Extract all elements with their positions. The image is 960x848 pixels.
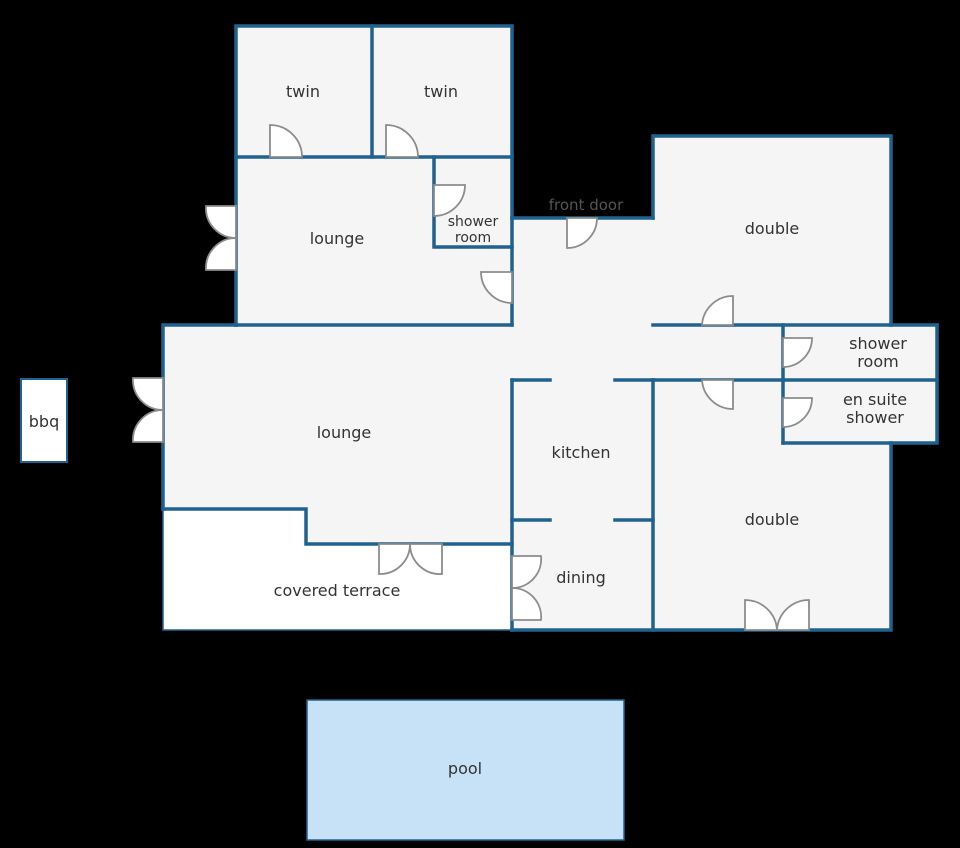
double-upper-room xyxy=(653,136,891,325)
double-lower-room xyxy=(653,380,891,630)
label-kitchen: kitchen xyxy=(552,443,611,462)
lounge-upper-room xyxy=(236,157,512,325)
room-fills xyxy=(20,26,937,841)
door-twin-left xyxy=(269,124,303,158)
corridor-area xyxy=(653,325,783,380)
label-shower-upper-line1: shower xyxy=(448,214,499,230)
wall-double-upper xyxy=(651,134,893,327)
label-lounge-upper: lounge xyxy=(310,229,365,248)
label-twin-right: twin xyxy=(424,82,458,101)
label-pool: pool xyxy=(448,759,482,778)
wall-right-bath xyxy=(781,323,939,445)
door-shower-right xyxy=(782,337,813,368)
hall-area xyxy=(512,218,653,380)
label-double-lower: double xyxy=(745,510,800,529)
room-labels: twin twin lounge shower room front door … xyxy=(29,82,908,778)
lounge-main-room xyxy=(163,325,512,544)
door-double-upper xyxy=(701,295,734,326)
door-lounge-upper-left xyxy=(205,205,237,271)
door-double-lower-bottom xyxy=(744,599,810,631)
label-en-suite-line2: shower xyxy=(846,408,904,427)
label-shower-upper-line2: room xyxy=(455,230,491,246)
label-twin-left: twin xyxy=(286,82,320,101)
label-shower-right-line1: shower xyxy=(849,334,907,353)
doors xyxy=(132,124,813,631)
wall-upper-block xyxy=(234,24,514,327)
kitchen-room xyxy=(512,380,653,520)
label-shower-right-line2: room xyxy=(857,352,898,371)
label-front-door: front door xyxy=(549,196,624,214)
label-bbq: bbq xyxy=(29,412,59,431)
door-shower-upper xyxy=(433,184,466,217)
label-lounge-main: lounge xyxy=(317,423,372,442)
door-lounge-terrace xyxy=(378,543,443,575)
door-double-lower xyxy=(701,379,734,410)
door-twin-right xyxy=(385,124,419,158)
twin-left-room xyxy=(236,26,372,157)
door-en-suite xyxy=(782,397,813,428)
label-en-suite-line1: en suite xyxy=(843,390,907,409)
wall-double-lower xyxy=(510,441,893,632)
label-dining: dining xyxy=(556,568,605,587)
wall-lounge-main xyxy=(161,323,238,511)
front-door-swing xyxy=(566,217,598,249)
label-covered-terrace: covered terrace xyxy=(274,581,401,600)
door-dining-left xyxy=(511,555,543,621)
bbq-box xyxy=(20,378,68,463)
pool-box xyxy=(306,699,625,841)
door-lounge-main-left xyxy=(132,377,164,443)
door-lounge-upper-hall xyxy=(480,271,513,304)
label-double-upper: double xyxy=(745,219,800,238)
walls xyxy=(161,24,939,632)
